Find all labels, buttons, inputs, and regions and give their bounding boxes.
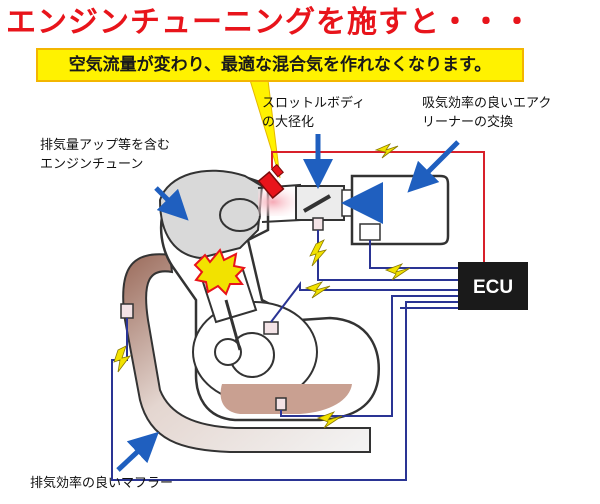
arrow-icon	[407, 140, 460, 193]
air-cleaner-line-1: 吸気効率の良いエアク	[422, 96, 552, 111]
air-cleaner-label: 吸気効率の良いエアク リーナーの交換	[422, 94, 551, 132]
air-cleaner-line-2: リーナーの交換	[422, 115, 514, 130]
throttle-line-2: の大径化	[262, 115, 315, 130]
engine-tune-label: 排気量アップ等を含む エンジンチューン	[40, 136, 170, 174]
o2-sensor	[120, 303, 134, 319]
lightning-icon	[309, 239, 328, 267]
page-title: エンジンチューニングを施すと・・・	[6, 5, 533, 40]
lightning-icon	[304, 281, 331, 299]
throttle-sensor	[312, 217, 324, 231]
crank-sensor	[263, 321, 279, 335]
air-cleaner-box	[341, 174, 450, 246]
arrow-icon	[154, 186, 189, 221]
arrow-icon	[116, 431, 159, 472]
lightning-icon	[384, 263, 411, 281]
engine-tune-line-2: エンジンチューン	[40, 157, 144, 172]
temp-sensor	[275, 397, 287, 411]
lightning-icon	[374, 143, 399, 159]
engine-tune-line-1: 排気量アップ等を含む	[40, 138, 171, 153]
exhaust-pipe	[122, 253, 371, 453]
injector-icon	[257, 163, 285, 199]
muffler-label: 排気効率の良いマフラー	[30, 476, 174, 491]
throttle-line-1: スロットルボディ	[262, 96, 366, 111]
lightning-icon	[316, 411, 343, 429]
engine-block	[158, 169, 380, 422]
explosion-icon	[193, 248, 247, 296]
warning-banner: 空気流量が変わり、最適な混合気を作れなくなります。	[36, 48, 524, 82]
throttle-body	[295, 185, 355, 221]
lightning-icon	[113, 345, 131, 373]
ecu-unit: ECU	[458, 262, 528, 310]
ecu-label: ECU	[473, 277, 513, 298]
throttle-label: スロットルボディ の大径化	[262, 94, 365, 132]
